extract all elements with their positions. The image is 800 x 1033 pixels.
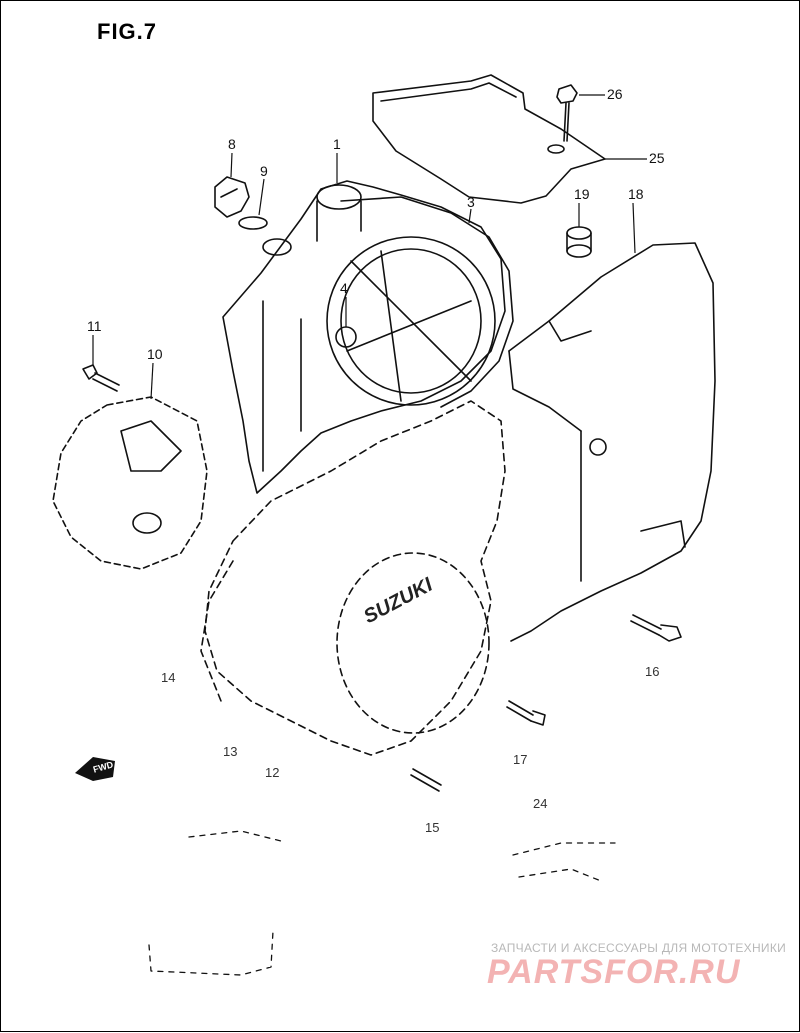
clutch-cover-outline [200,400,506,756]
callout-12: 12 [265,765,280,780]
part-26-bolt [556,84,578,142]
part-15-bolt [410,768,442,792]
lower-gasket-fragments [148,830,616,976]
callout-9: 9 [260,163,268,179]
callout-25: 25 [649,150,665,166]
callout-18: 18 [628,186,644,202]
part-3-gasket [340,196,514,408]
callout-3: 3 [467,194,475,210]
callout-13: 13 [223,744,238,759]
watermark-logo: PARTSFOR.RU [487,953,741,991]
callout-8: 8 [228,136,236,152]
callout-15: 15 [425,820,440,835]
callout-11: 11 [87,318,102,334]
watermark-text: ЗАПЧАСТИ И АКСЕССУАРЫ ДЛЯ МОТОТЕХНИКИ [491,941,787,955]
part-9-o-ring [238,216,268,230]
fwd-arrow-icon [75,757,115,781]
callout-24: 24 [533,796,548,811]
part-16-pin [630,614,682,642]
part-8-filler-cap [214,176,250,218]
callout-17: 17 [513,752,528,767]
part-11-bolt [82,364,120,392]
part-17-pin [506,700,546,726]
part-25-cover-plate [372,74,606,204]
callout-4: 4 [340,280,348,296]
callout-1: 1 [333,136,341,152]
part-1-crankcase-cover [222,180,506,494]
callout-14: 14 [161,670,176,685]
callout-16: 16 [645,664,660,679]
callout-19: 19 [574,186,590,202]
callout-10: 10 [147,346,163,362]
part-18-housing [508,242,716,642]
callout-26: 26 [607,86,623,102]
part-10-round-cover [52,396,208,570]
figure-title: FIG.7 [97,19,158,44]
